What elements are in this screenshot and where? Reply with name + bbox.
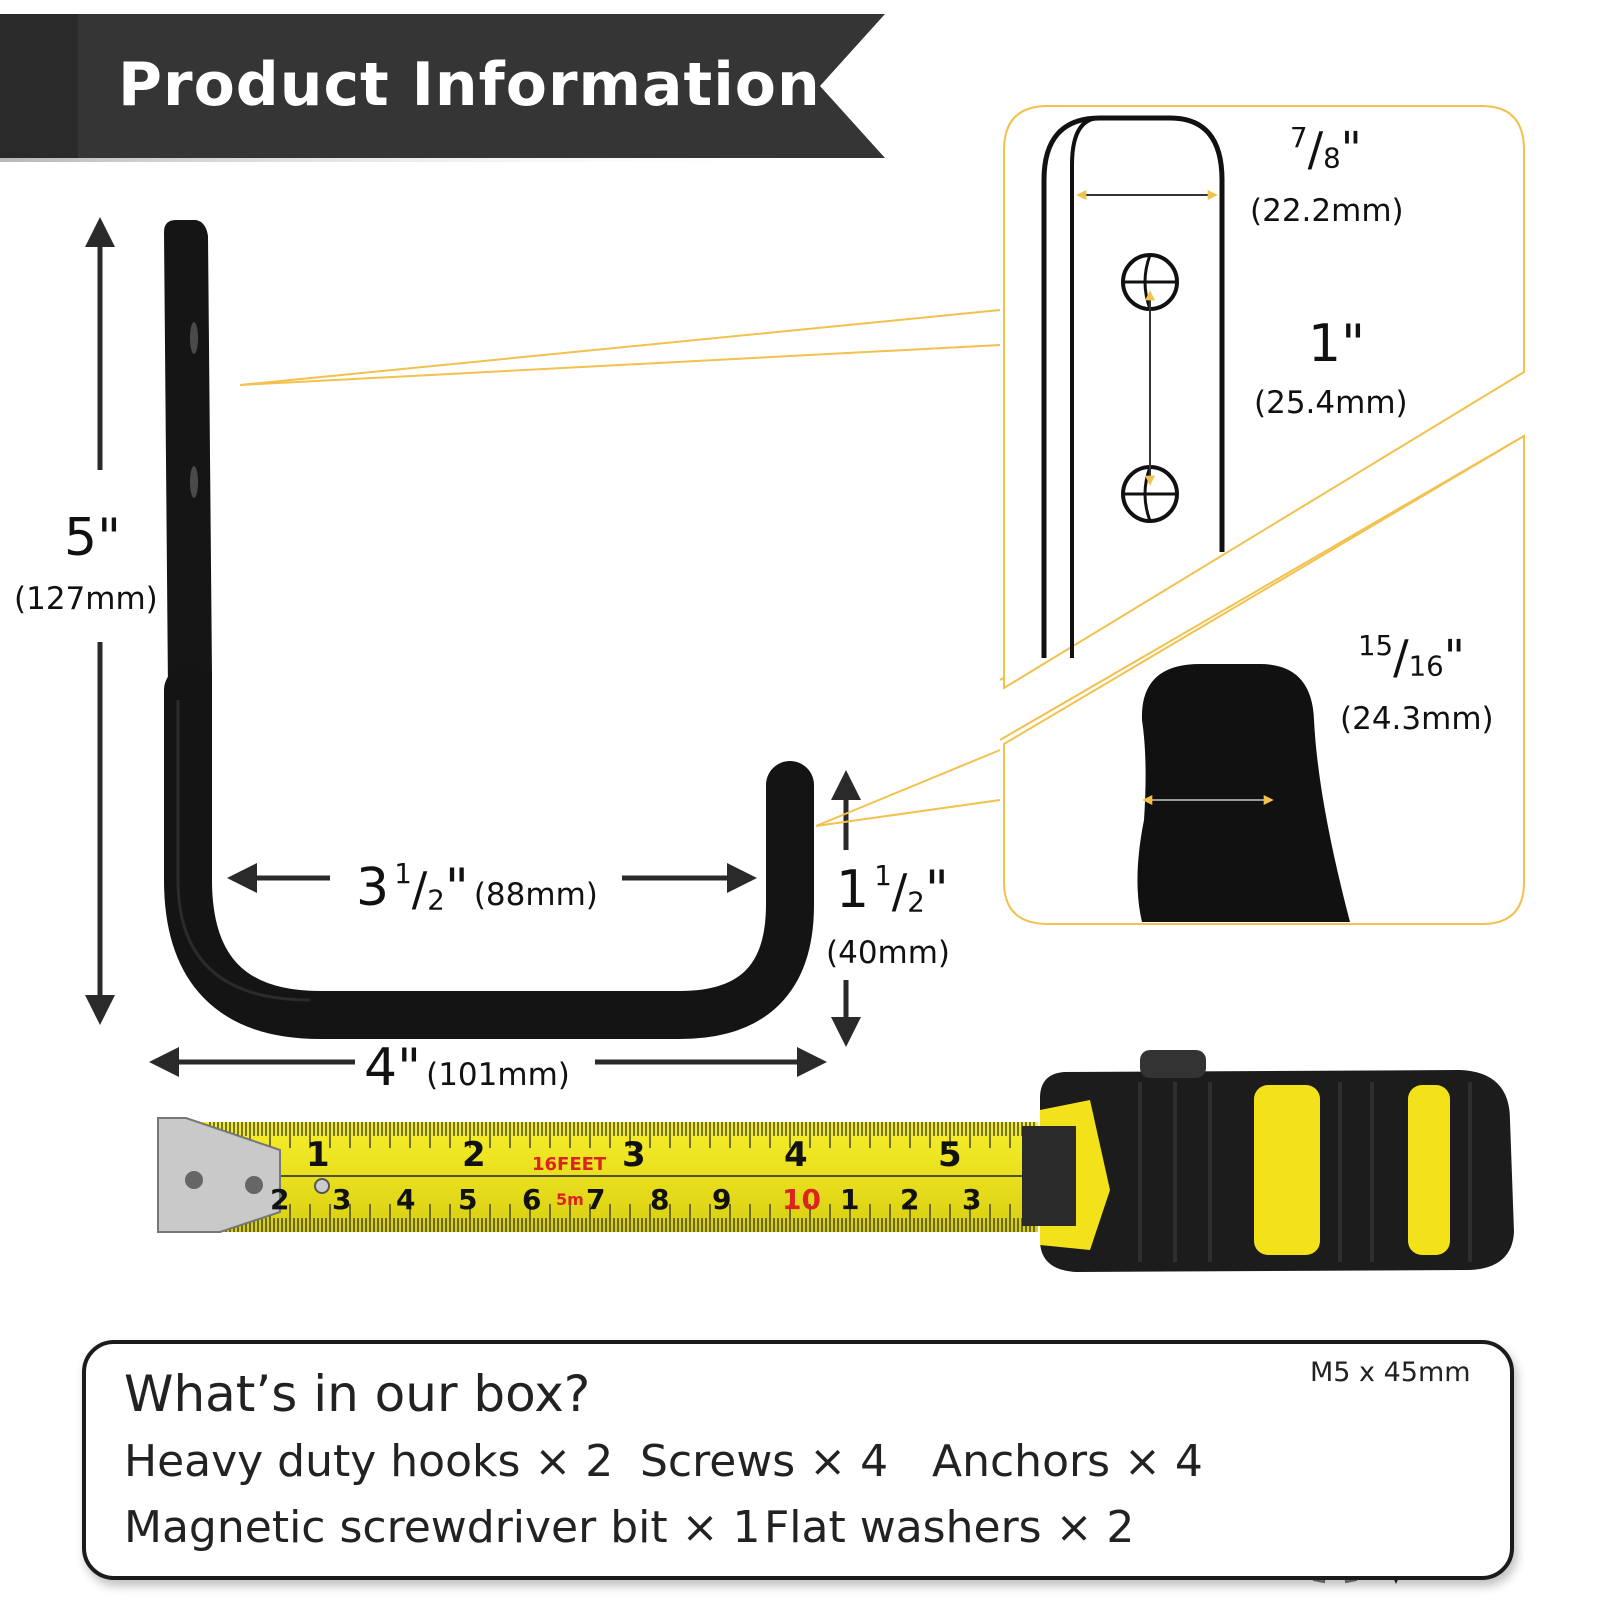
tube-width-mm: (24.3mm) bbox=[1340, 701, 1494, 737]
tape-cm-mark: 10 bbox=[782, 1183, 821, 1216]
inner-width-mm: (88mm) bbox=[473, 877, 598, 913]
box-title: What’s in our box? bbox=[124, 1365, 591, 1423]
tape-brand-text: 16FEET bbox=[532, 1154, 607, 1175]
title-banner bbox=[0, 14, 885, 162]
hole-spacing-label: 1" bbox=[1308, 314, 1366, 374]
tape-inch-mark: 2 bbox=[462, 1135, 486, 1175]
dimension-arrows bbox=[85, 217, 861, 1077]
base-width-mm: (101mm) bbox=[426, 1057, 570, 1093]
inner-width-label: 3 1/2" (88mm) bbox=[356, 857, 598, 918]
lip-height-fraction: 1/2 bbox=[874, 859, 925, 919]
tape-cm-mark: 4 bbox=[396, 1183, 416, 1216]
tape-inch-mark: 3 bbox=[622, 1135, 646, 1175]
height-inch-label: 5" bbox=[64, 508, 122, 568]
tape-cm-mark: 5 bbox=[458, 1183, 478, 1216]
box-item-anchors: Anchors × 4 bbox=[932, 1436, 1203, 1487]
inner-width-fraction: 1/2 bbox=[394, 857, 445, 917]
hole-spacing-mm: (25.4mm) bbox=[1254, 385, 1408, 421]
tape-inch-mark: 1 bbox=[306, 1135, 330, 1175]
lip-height-mm: (40mm) bbox=[826, 935, 951, 971]
tape-cm-mark: 3 bbox=[962, 1183, 982, 1216]
tape-cm-mark: 2 bbox=[900, 1183, 920, 1216]
tape-cm-mark: 1 bbox=[840, 1183, 860, 1216]
lip-height-label: 1 1/2" bbox=[836, 859, 949, 920]
tape-cm-mark: 6 bbox=[522, 1183, 542, 1216]
box-item-washers: Flat washers × 2 bbox=[764, 1502, 1135, 1553]
hook bbox=[164, 220, 814, 1039]
box-item-bit: Magnetic screwdriver bit × 1 bbox=[124, 1502, 761, 1553]
height-mm-label: (127mm) bbox=[14, 581, 158, 617]
zoom-panel bbox=[1003, 105, 1525, 925]
tape-inch-mark: 4 bbox=[784, 1135, 808, 1175]
box-item-hooks: Heavy duty hooks × 2 bbox=[124, 1436, 614, 1487]
base-width-label: 4" (101mm) bbox=[364, 1038, 570, 1098]
tape-cm-mark: 8 bbox=[650, 1183, 670, 1216]
box-item-screws: Screws × 4 bbox=[640, 1436, 889, 1487]
tape-cm-mark: 7 bbox=[586, 1183, 606, 1216]
tube-width-label: 15/16" bbox=[1358, 629, 1465, 684]
screw-spec-label: M5 x 45mm bbox=[1310, 1357, 1471, 1388]
inner-width-whole: 3 bbox=[356, 858, 390, 918]
box-contents-panel bbox=[82, 1340, 1514, 1580]
tape-cm-mark: 3 bbox=[332, 1183, 352, 1216]
tape-inch-mark: 5 bbox=[938, 1135, 962, 1175]
page-title: Product Information bbox=[118, 50, 821, 120]
tape-cm-mark: 9 bbox=[712, 1183, 732, 1216]
tape-measure bbox=[157, 1050, 1514, 1272]
plate-width-mm: (22.2mm) bbox=[1250, 193, 1404, 229]
tape-metric-text: 5m bbox=[556, 1190, 584, 1209]
plate-width-label: 7/8" bbox=[1290, 121, 1362, 176]
tape-cm-mark: 2 bbox=[270, 1183, 290, 1216]
